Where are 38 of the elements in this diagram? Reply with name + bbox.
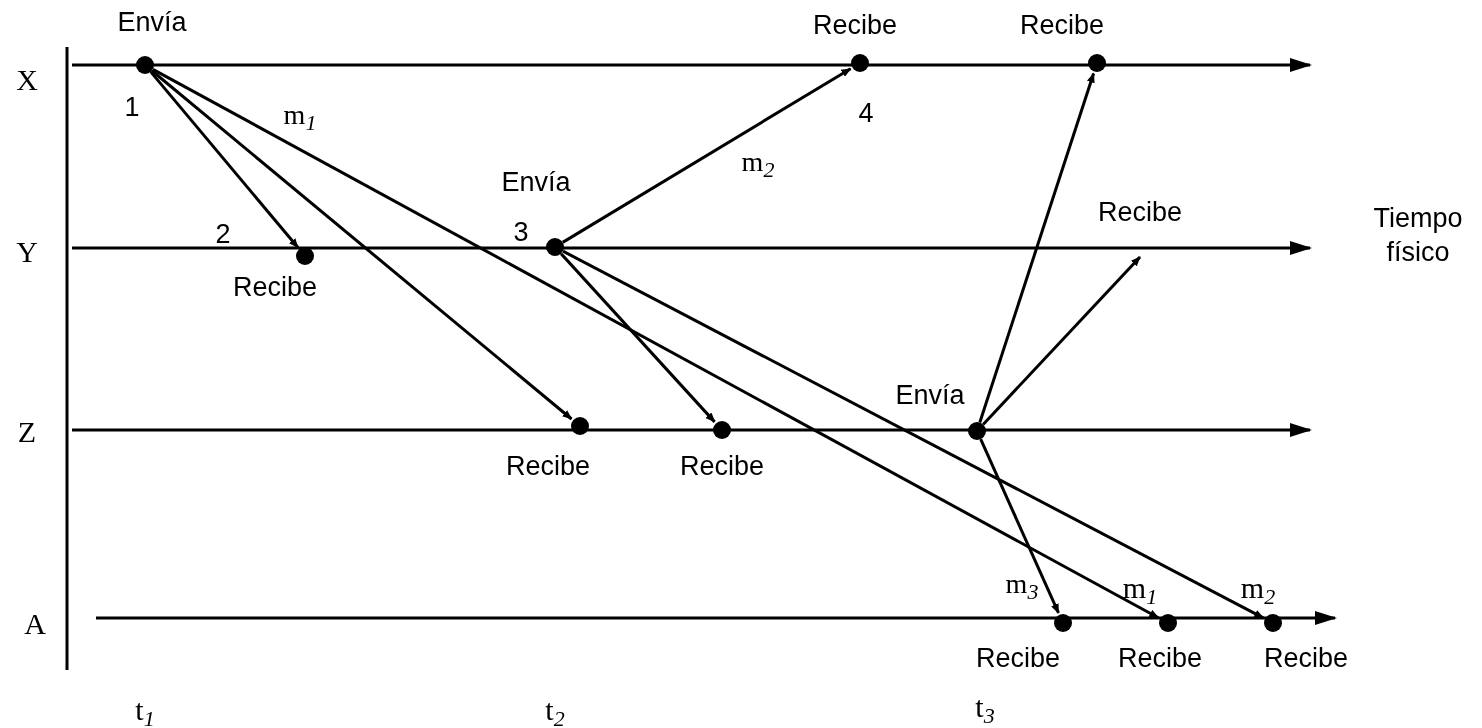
message-arrow xyxy=(979,438,1060,614)
axis-label: Z xyxy=(17,417,37,447)
event-label: Recibe xyxy=(1020,11,1104,39)
event-label: Envía xyxy=(895,381,965,409)
axis-label: t$_{1}$ xyxy=(135,695,155,725)
message-label: m$_{2}$ xyxy=(741,148,775,176)
message-arrow xyxy=(561,67,852,244)
axis-label: Y xyxy=(16,237,38,267)
event-label: 1 xyxy=(124,93,140,121)
event-label: Recibe xyxy=(1264,644,1348,672)
message-label: m$_{1}$ xyxy=(283,101,317,129)
message-arrow xyxy=(562,249,1265,620)
event-label: Envía xyxy=(117,8,187,36)
axis-label: m$_{2}$ xyxy=(1240,573,1276,603)
event-label: 2 xyxy=(215,220,231,248)
message-arrow xyxy=(559,252,716,423)
event-label: 3 xyxy=(513,218,529,246)
event-label: Recibe xyxy=(976,644,1060,672)
event-label: Recibe xyxy=(233,273,317,301)
event-label: Envía xyxy=(501,168,571,196)
axis-label: t$_{2}$ xyxy=(545,695,565,725)
message-arrow xyxy=(982,255,1142,426)
message-arrow xyxy=(150,69,573,421)
event-label: 4 xyxy=(858,99,874,127)
annotation-text: Recibe xyxy=(1096,196,1183,230)
message-label: m$_{3}$ xyxy=(1005,570,1039,598)
message-arrow xyxy=(149,70,300,249)
annotation-text: Tiempo físico xyxy=(1372,202,1464,269)
axis-label: t$_{3}$ xyxy=(975,692,995,722)
event-label: Recibe xyxy=(506,452,590,480)
axis-label: A xyxy=(24,609,46,639)
event-label: Recibe xyxy=(813,11,897,39)
axis-label: X xyxy=(16,65,38,95)
message-arrow xyxy=(978,72,1095,423)
axis-label: m$_{1}$ xyxy=(1122,573,1158,603)
event-label: Recibe xyxy=(680,452,764,480)
message-arrow xyxy=(152,68,1160,620)
event-label: Recibe xyxy=(1118,644,1202,672)
